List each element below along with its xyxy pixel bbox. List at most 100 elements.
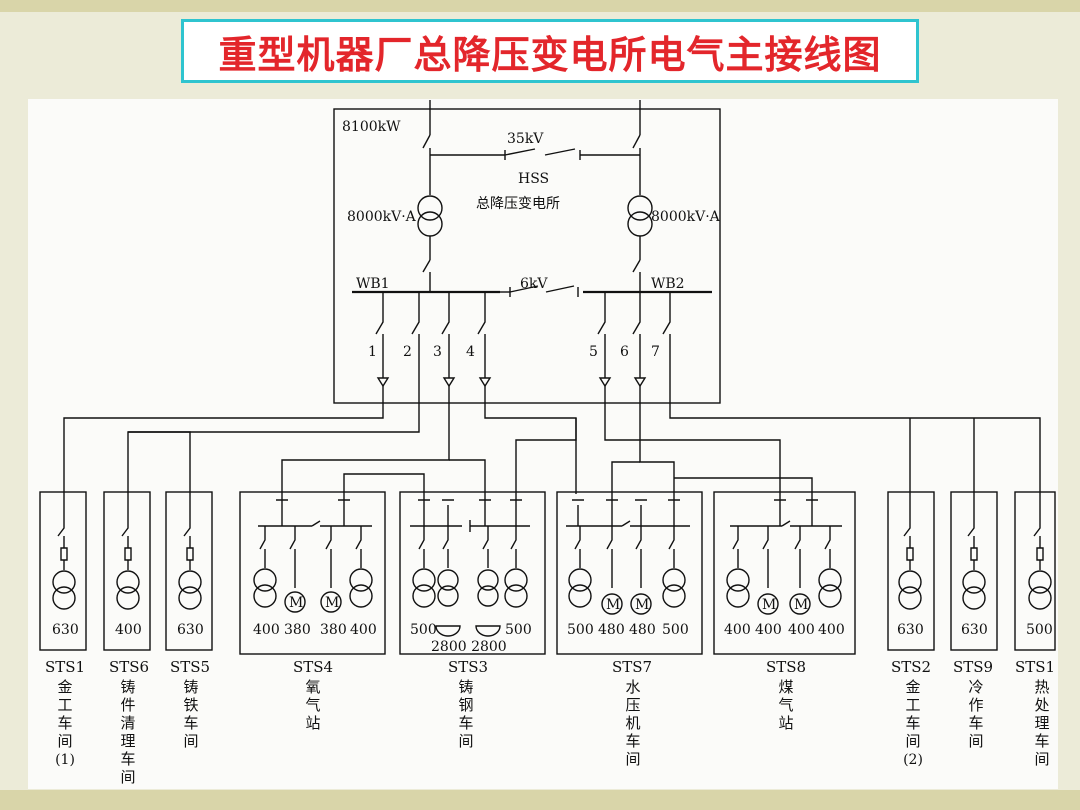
substation-name-char: 间 bbox=[905, 732, 920, 750]
substation-name-char: (1) bbox=[55, 752, 75, 768]
feeder-3: 3 bbox=[433, 344, 442, 360]
substation-name-char: 气 bbox=[778, 696, 793, 714]
substation-name-char: 金 bbox=[57, 678, 72, 696]
substation-names: 金工车间(1)铸件清理车间铸铁车间氧气站铸钢车间水压机车间煤气站金工车间(2)冷… bbox=[55, 678, 1049, 786]
bus-wb1: WB1 bbox=[356, 276, 390, 292]
substation-name-char: 站 bbox=[778, 714, 793, 732]
motor-icon: M bbox=[794, 597, 808, 613]
substation-name-char: 车 bbox=[1034, 732, 1049, 750]
substation-name-char: 车 bbox=[183, 714, 198, 732]
hss-capacity: 8100kW bbox=[342, 119, 401, 135]
substation-name-char: 冷 bbox=[968, 678, 983, 696]
substation-name-char: 气 bbox=[305, 696, 320, 714]
substation-name-char: (2) bbox=[903, 752, 923, 768]
transformer-right-rating: 8000kV·A bbox=[651, 209, 721, 225]
sts-code: STS7 bbox=[612, 658, 652, 676]
hv-voltage: 35kV bbox=[507, 131, 544, 147]
rating: 630 bbox=[177, 622, 204, 638]
rating: 500 bbox=[410, 622, 437, 638]
sts-code: STS5 bbox=[170, 658, 210, 676]
substation-name-char: 工 bbox=[905, 696, 920, 714]
hv-section bbox=[417, 100, 653, 292]
substation-name-char: 间 bbox=[458, 732, 473, 750]
motor-icon: M bbox=[762, 597, 776, 613]
substation-name-char: 处 bbox=[1034, 696, 1049, 714]
rating: 2800 2800 bbox=[431, 639, 507, 655]
sts-code: STS9 bbox=[953, 658, 993, 676]
substation-name-char: 车 bbox=[905, 714, 920, 732]
transformer-left-rating: 8000kV·A bbox=[347, 209, 417, 225]
substation-name-char: 压 bbox=[625, 696, 640, 714]
substation-name-char: 间 bbox=[120, 768, 135, 786]
substation-name-char: 件 bbox=[120, 696, 135, 714]
rating: 500 bbox=[567, 622, 594, 638]
substation-name-char: 间 bbox=[1034, 750, 1049, 768]
bottom-band bbox=[0, 790, 1080, 810]
rating: 400 bbox=[115, 622, 142, 638]
substation-name-char: 间 bbox=[968, 732, 983, 750]
substation-name-char: 铸 bbox=[183, 678, 198, 696]
motor-icon: M bbox=[325, 595, 339, 611]
substation-name-char: 热 bbox=[1034, 678, 1049, 696]
top-band bbox=[0, 0, 1080, 12]
substation-name-char: 车 bbox=[57, 714, 72, 732]
sts-code: STS4 bbox=[293, 658, 333, 676]
substation-name-char: 铁 bbox=[183, 696, 198, 714]
substation-name-char: 铸 bbox=[120, 678, 135, 696]
rating: 480 bbox=[598, 622, 625, 638]
feeder-switches bbox=[375, 292, 671, 388]
sts-code: STS8 bbox=[766, 658, 806, 676]
rating: 500 bbox=[1026, 622, 1053, 638]
rating: 630 bbox=[52, 622, 79, 638]
rating: 480 bbox=[629, 622, 656, 638]
motor-icon: M bbox=[635, 597, 649, 613]
sts-code: STS2 bbox=[891, 658, 931, 676]
hss-code: HSS bbox=[518, 171, 549, 187]
substation-name-char: 间 bbox=[57, 732, 72, 750]
rating: 400 bbox=[818, 622, 845, 638]
substation-name-char: 车 bbox=[458, 714, 473, 732]
hss-name: 总降压变电所 bbox=[476, 196, 560, 212]
sts-code: STS1 bbox=[45, 658, 85, 676]
substation-name-char: 车 bbox=[625, 732, 640, 750]
single-transformer-stations bbox=[39, 491, 1056, 651]
rating: 500 bbox=[505, 622, 532, 638]
distribution-cables bbox=[63, 360, 1041, 515]
rating: 400 bbox=[253, 622, 280, 638]
page-title: 重型机器厂总降压变电所电气主接线图 bbox=[218, 31, 882, 77]
sts-code: STS1 bbox=[1015, 658, 1055, 676]
diagram-paper bbox=[28, 99, 1058, 789]
substation-name-char: 车 bbox=[968, 714, 983, 732]
substation-name-char: 间 bbox=[183, 732, 198, 750]
substation-name-char: 氧 bbox=[305, 678, 320, 696]
feeder-5: 5 bbox=[589, 344, 598, 360]
feeder-2: 2 bbox=[403, 344, 412, 360]
motor-labels: M M M M M M bbox=[289, 595, 808, 613]
feeder-6: 6 bbox=[620, 344, 629, 360]
feeder-4: 4 bbox=[466, 344, 475, 360]
hss-enclosure bbox=[333, 108, 721, 404]
rating: 630 bbox=[897, 622, 924, 638]
rating: 380 bbox=[320, 622, 347, 638]
substation-name-char: 理 bbox=[120, 732, 135, 750]
sts-code: STS3 bbox=[448, 658, 488, 676]
rating: 500 bbox=[662, 622, 689, 638]
bus-wb2: WB2 bbox=[651, 276, 685, 292]
feeder-numbers: 1 2 3 4 5 6 7 bbox=[368, 344, 660, 360]
substation-name-char: 铸 bbox=[458, 678, 473, 696]
rating: 380 bbox=[284, 622, 311, 638]
rating: 400 bbox=[350, 622, 377, 638]
feeder-7: 7 bbox=[651, 344, 660, 360]
substation-name-char: 间 bbox=[625, 750, 640, 768]
title-box: 重型机器厂总降压变电所电气主接线图 bbox=[181, 19, 919, 83]
substation-name-char: 工 bbox=[57, 696, 72, 714]
substation-name-char: 水 bbox=[625, 678, 640, 696]
substation-name-char: 清 bbox=[120, 714, 135, 732]
substation-name-char: 机 bbox=[625, 714, 640, 732]
rating-labels: 630 400 630 400 380 380 400 500 500 2800… bbox=[52, 622, 1053, 655]
substation-name-char: 作 bbox=[968, 696, 983, 714]
substation-name-char: 站 bbox=[305, 714, 320, 732]
rating: 400 bbox=[788, 622, 815, 638]
motor-icon: M bbox=[606, 597, 620, 613]
